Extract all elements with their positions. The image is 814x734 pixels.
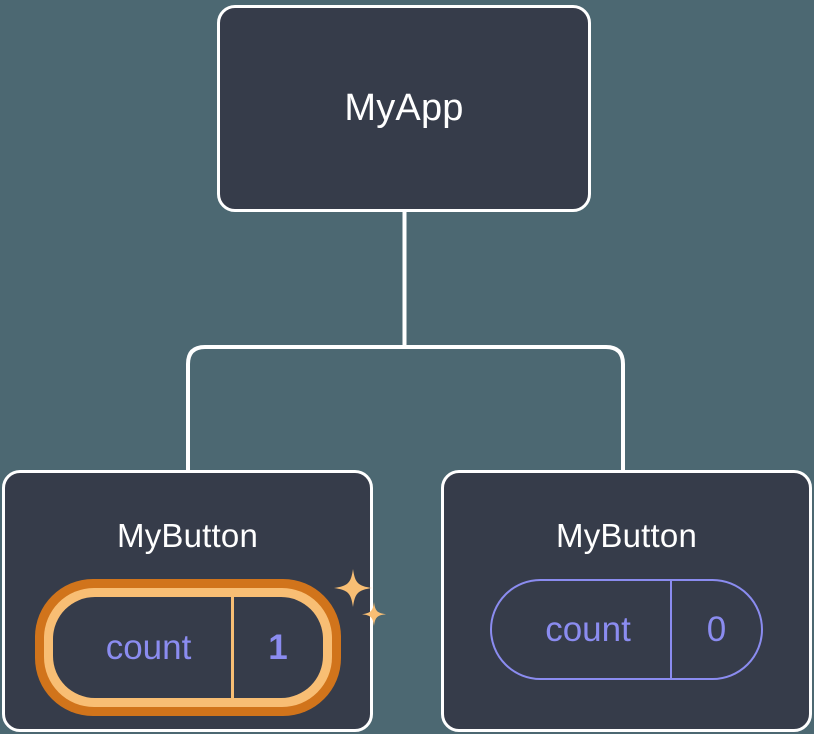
state-value-left: 1 xyxy=(230,597,323,698)
sparkle-icon-large xyxy=(333,569,372,607)
node-myapp[interactable]: MyApp xyxy=(217,5,591,212)
state-key-right: count xyxy=(545,610,631,649)
node-mybutton-right-label: MyButton xyxy=(556,517,697,554)
state-badge-left-face: count 1 xyxy=(52,597,323,698)
state-badge-left[interactable]: count 1 xyxy=(34,569,386,716)
sparkle-group xyxy=(333,569,386,626)
sparkle-icon-small xyxy=(361,602,386,626)
state-badge-right-face: count 0 xyxy=(490,579,763,680)
node-mybutton-right[interactable]: MyButton count 0 xyxy=(441,470,812,732)
state-badge-left-ring-inner: count 1 xyxy=(43,588,332,707)
node-mybutton-left[interactable]: MyButton count 1 xyxy=(2,470,386,732)
state-badge-left-ring-outer: count 1 xyxy=(34,579,341,716)
state-key-left: count xyxy=(105,628,192,667)
state-value-right: 0 xyxy=(670,581,761,678)
node-myapp-label: MyApp xyxy=(344,87,464,129)
node-mybutton-left-label: MyButton xyxy=(117,517,258,554)
state-badge-right[interactable]: count 0 xyxy=(490,579,763,680)
connector-branch-bar xyxy=(186,345,625,470)
